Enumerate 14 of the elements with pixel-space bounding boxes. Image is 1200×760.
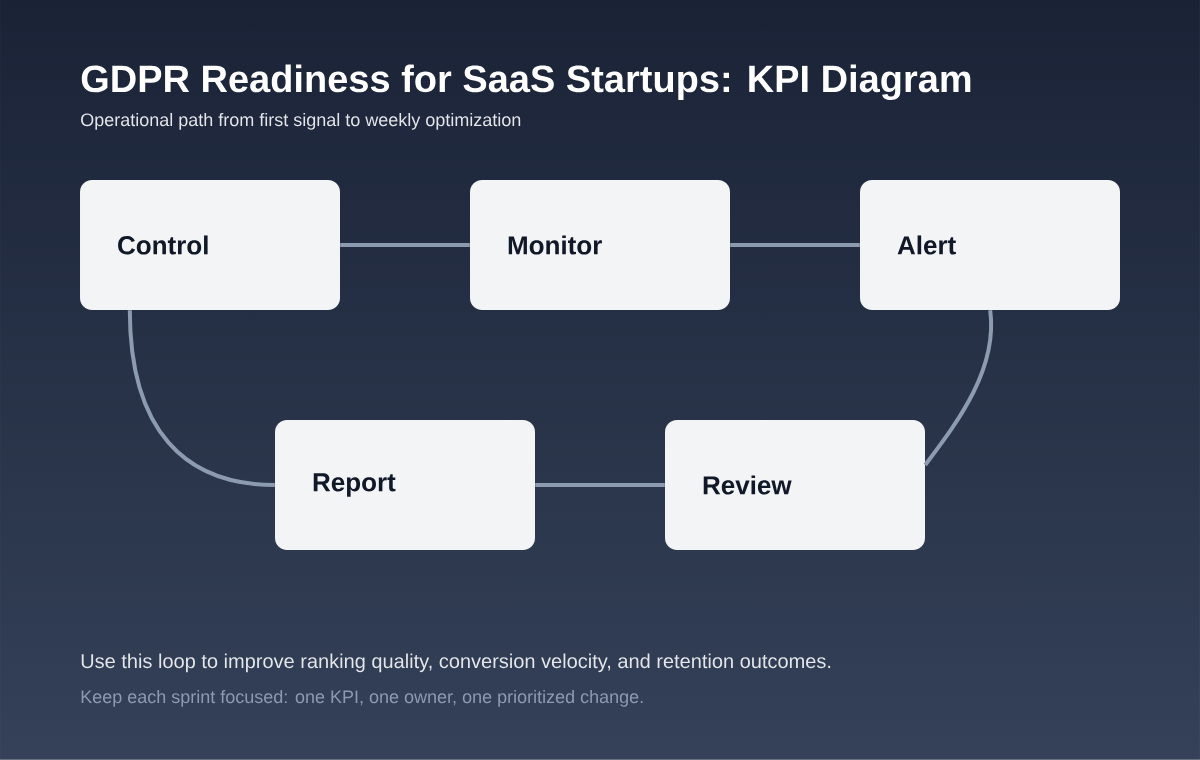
title: GDPR Readiness for SaaS Startups: KPI Diagram bbox=[81, 64, 971, 101]
process-box: Monitor bbox=[470, 180, 730, 310]
note: Use this loop to improve ranking quality, conversion velocity, and retention outcomes. bbox=[81, 653, 831, 673]
subtitle: Operational path from first signal to weekly optimization bbox=[81, 112, 521, 130]
connector-line bbox=[127, 310, 275, 487]
process-box: Control bbox=[80, 180, 340, 310]
note: Keep each sprint focused: one KPI, one owner, one prioritized change. bbox=[81, 689, 643, 707]
connector-line bbox=[923, 310, 994, 467]
connector-line bbox=[535, 483, 665, 487]
process-box: Report bbox=[275, 420, 535, 550]
connector-line bbox=[730, 243, 860, 247]
process-box: Alert bbox=[860, 180, 1120, 310]
connector-line bbox=[340, 243, 470, 247]
process-box: Review bbox=[665, 420, 925, 550]
